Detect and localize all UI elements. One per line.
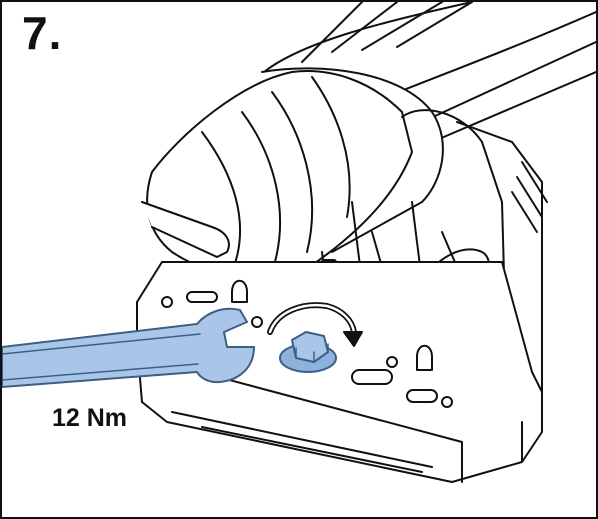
step-number: 7. — [22, 7, 63, 59]
torque-label: 12 Nm — [52, 404, 128, 432]
rotation-arrow-icon — [267, 302, 363, 347]
bolt — [279, 331, 337, 373]
wrench — [2, 307, 255, 388]
foot-housing — [141, 67, 548, 393]
